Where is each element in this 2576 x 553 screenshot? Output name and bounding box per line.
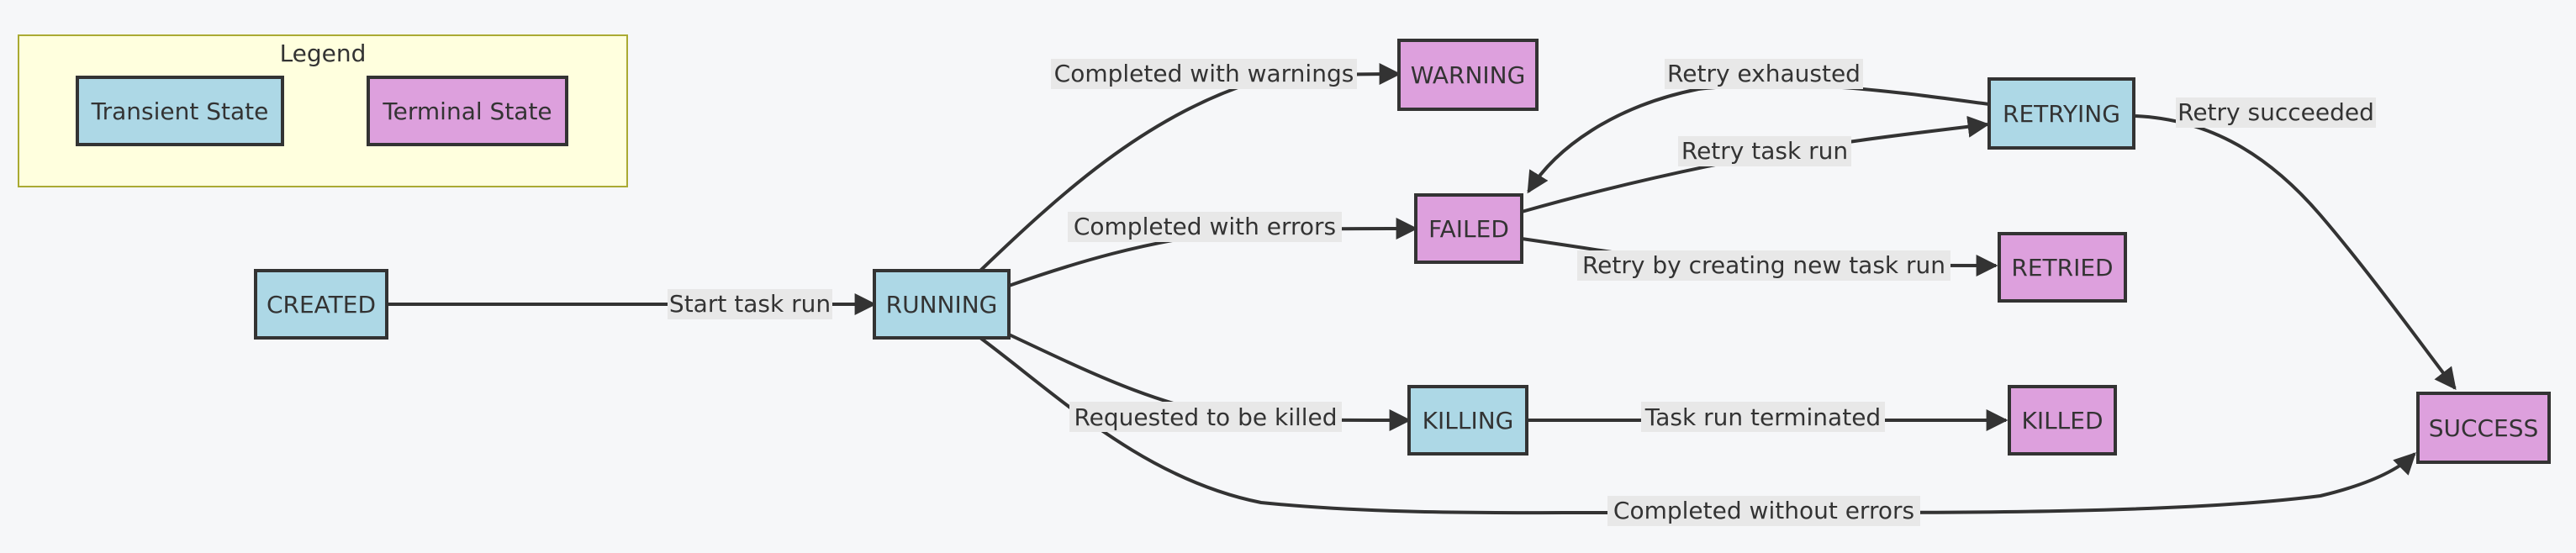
edge-retrying-success xyxy=(2135,114,2457,391)
node-warning-box xyxy=(1397,39,1539,111)
node-retried-label: RETRIED xyxy=(2011,254,2113,282)
node-retrying: RETRYING xyxy=(1987,77,2135,150)
legend-swatch-transient xyxy=(76,76,284,146)
legend-label-transient: Transient State xyxy=(91,97,269,125)
edge-label-bg xyxy=(1641,402,1885,432)
edge-label-retry-exhausted: Retry exhausted xyxy=(1665,59,1863,89)
edge-label-bg xyxy=(2176,97,2376,128)
node-created-box xyxy=(254,269,388,340)
node-failed-label: FAILED xyxy=(1428,215,1509,243)
edge-label-text: Completed with errors xyxy=(1074,213,1336,240)
edge-label-bg xyxy=(1577,250,1950,281)
edge-label-bg xyxy=(1678,136,1851,166)
edge-label-completed-with-warnings: Completed with warnings xyxy=(1051,59,1357,89)
edge-label-retry-by-creating-new-task-run: Retry by creating new task run xyxy=(1577,250,1950,281)
node-killing: KILLING xyxy=(1407,385,1528,456)
node-warning: WARNING xyxy=(1397,39,1539,111)
edge-labels: Start task run Completed with warnings C… xyxy=(668,59,2376,526)
nodes: CREATED RUNNING WARNING FAILED KILLING R… xyxy=(254,39,2551,464)
node-running-label: RUNNING xyxy=(886,291,998,319)
legend-item-terminal: Terminal State xyxy=(367,76,568,146)
legend: Legend Transient State Terminal State xyxy=(18,34,628,187)
edge-label-text: Retry succeeded xyxy=(2177,98,2374,126)
edge-label-bg xyxy=(1665,59,1863,89)
node-success: SUCCESS xyxy=(2416,392,2551,464)
edge-label-text: Task run terminated xyxy=(1644,403,1881,431)
edge-label-bg xyxy=(1607,496,1920,526)
node-retrying-label: RETRYING xyxy=(2003,100,2120,128)
node-retried: RETRIED xyxy=(1998,232,2127,303)
node-killed-label: KILLED xyxy=(2021,407,2103,434)
node-killed: KILLED xyxy=(2008,385,2117,456)
edge-label-text: Requested to be killed xyxy=(1074,403,1337,431)
legend-label-terminal: Terminal State xyxy=(382,97,552,125)
node-warning-label: WARNING xyxy=(1411,61,1526,89)
edge-label-text: Retry task run xyxy=(1681,137,1848,165)
edge-running-success xyxy=(979,336,2416,515)
edge-label-bg xyxy=(1068,212,1342,242)
edge-label-text: Start task run xyxy=(669,290,831,318)
node-retried-box xyxy=(1998,232,2127,303)
edge-label-text: Retry by creating new task run xyxy=(1582,251,1945,279)
edge-label-text: Completed with warnings xyxy=(1054,60,1354,87)
edge-label-retry-succeeded: Retry succeeded xyxy=(2176,97,2376,128)
legend-swatch-terminal xyxy=(367,76,568,146)
node-created: CREATED xyxy=(254,269,388,340)
edge-label-completed-with-errors: Completed with errors xyxy=(1068,212,1342,242)
node-killing-box xyxy=(1407,385,1528,456)
legend-title: Legend xyxy=(280,40,367,67)
node-killed-box xyxy=(2008,385,2117,456)
edge-label-start-task-run: Start task run xyxy=(668,289,832,319)
legend-item-transient: Transient State xyxy=(76,76,284,146)
edge-label-task-run-terminated: Task run terminated xyxy=(1641,402,1885,432)
edge-label-bg xyxy=(1069,402,1342,432)
edge-label-text: Retry exhausted xyxy=(1667,60,1861,87)
edge-label-text: Completed without errors xyxy=(1613,497,1914,524)
node-success-label: SUCCESS xyxy=(2429,414,2539,442)
edge-label-requested-to-be-killed: Requested to be killed xyxy=(1069,402,1342,432)
node-created-label: CREATED xyxy=(267,291,376,319)
edge-label-completed-without-errors: Completed without errors xyxy=(1607,496,1920,526)
node-retrying-box xyxy=(1987,77,2135,150)
node-failed-box xyxy=(1414,193,1523,264)
node-failed: FAILED xyxy=(1414,193,1523,264)
node-killing-label: KILLING xyxy=(1423,407,1514,434)
node-running-box xyxy=(873,269,1011,340)
node-success-box xyxy=(2416,392,2551,464)
edge-label-retry-task-run: Retry task run xyxy=(1678,136,1851,166)
node-running: RUNNING xyxy=(873,269,1011,340)
edge-label-bg xyxy=(1051,59,1357,89)
edge-label-bg xyxy=(668,289,832,319)
